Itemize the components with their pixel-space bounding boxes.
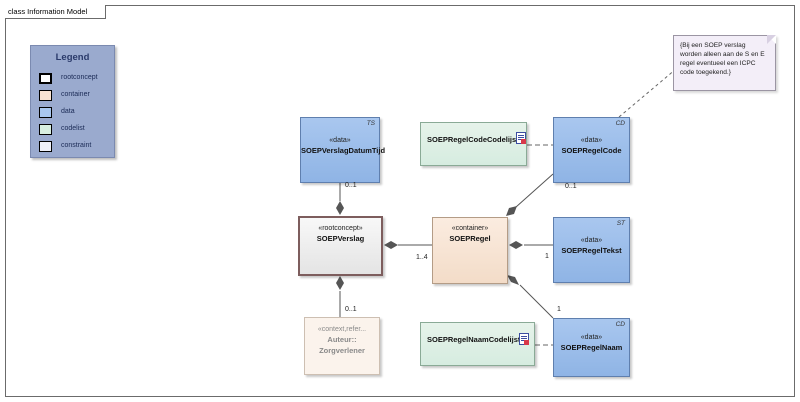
legend-item-codelist: codelist <box>39 124 114 137</box>
multiplicity-naam: 1 <box>557 306 561 313</box>
legend-swatch-rootconcept <box>39 73 52 84</box>
note-line: code toegekend.} <box>680 69 731 76</box>
type-label: TS <box>366 120 375 127</box>
class-name: SOEPRegelCode <box>561 146 622 155</box>
legend-title: Legend <box>55 52 90 63</box>
codelist-soep-regel-code-codelijst[interactable]: SOEPRegelCodeCodelijst <box>420 122 527 166</box>
note-fold <box>767 35 776 44</box>
multiplicity-tekst: 1 <box>545 253 549 260</box>
legend: Legend rootconcept container data codeli… <box>30 45 115 158</box>
class-name-line2: Zorgverlener <box>319 346 365 355</box>
type-label: CD <box>615 321 625 328</box>
stereotype-label: «data» <box>580 237 603 244</box>
constraint-note[interactable]: {Bij een SOEP verslag worden alleen aan … <box>673 35 776 91</box>
legend-item-rootconcept: rootconcept <box>39 73 114 86</box>
class-soep-regel-naam[interactable]: CD «data» SOEPRegelNaam <box>553 318 630 377</box>
codelist-icon <box>516 132 526 144</box>
aggregation-diamond-code <box>506 206 517 216</box>
codelist-name: SOEPRegelCodeCodelijst <box>427 135 519 144</box>
legend-label: container <box>61 91 90 98</box>
frame-title: class Information Model <box>5 5 107 19</box>
connector-naam <box>519 284 554 319</box>
aggregation-diamond-datumtijd <box>336 201 344 215</box>
connector-code <box>515 173 554 208</box>
class-soep-verslag[interactable]: «rootconcept» SOEPVerslag <box>298 216 383 276</box>
legend-label: constraint <box>61 142 92 149</box>
class-soep-regel-tekst[interactable]: ST «data» SOEPRegelTekst <box>553 217 630 283</box>
type-label: ST <box>616 220 625 227</box>
class-name: SOEPVerslag <box>316 234 365 243</box>
multiplicity-regel: 1..4 <box>416 254 428 261</box>
legend-label: codelist <box>61 125 85 132</box>
class-name: SOEPRegel <box>449 234 491 243</box>
class-name: SOEPRegelTekst <box>561 246 622 255</box>
codelist-name: SOEPRegelNaamCodelijst <box>427 335 521 344</box>
stereotype-label: «data» <box>580 334 603 341</box>
legend-item-constraint: constraint <box>39 141 114 154</box>
note-line: {Bij een SOEP verslag <box>680 42 746 49</box>
stereotype-label: «context,refer... <box>317 326 367 333</box>
class-auteur-zorgverlener[interactable]: «context,refer... Auteur:: Zorgverlener <box>304 317 380 375</box>
multiplicity-code: 0..1 <box>565 183 577 190</box>
note-line: regel eventueel een ICPC <box>680 60 756 67</box>
legend-swatch-data <box>39 107 52 118</box>
stereotype-label: «container» <box>451 225 489 232</box>
stereotype-label: «rootconcept» <box>318 225 363 232</box>
legend-item-data: data <box>39 107 114 120</box>
codelist-icon <box>519 333 529 345</box>
codelist-soep-regel-naam-codelijst[interactable]: SOEPRegelNaamCodelijst <box>420 322 535 366</box>
class-soep-regel[interactable]: «container» SOEPRegel <box>432 217 508 284</box>
aggregation-diamond-tekst <box>509 241 523 249</box>
aggregation-diamond-auteur <box>336 276 344 290</box>
note-line: worden alleen aan de S en E <box>680 51 765 58</box>
class-name: SOEPRegelNaam <box>560 343 623 352</box>
legend-label: data <box>61 108 75 115</box>
stereotype-label: «data» <box>580 137 603 144</box>
class-soep-verslag-datum-tijd[interactable]: TS «data» SOEPVerslagDatumTijd <box>300 117 386 183</box>
class-name: SOEPVerslagDatumTijd <box>301 146 386 155</box>
legend-label: rootconcept <box>61 74 98 81</box>
aggregation-diamond-regel <box>384 241 398 249</box>
multiplicity-auteur: 0..1 <box>345 306 357 313</box>
multiplicity-datumtijd: 0..1 <box>345 182 357 189</box>
legend-item-container: container <box>39 90 114 103</box>
legend-swatch-container <box>39 90 52 101</box>
aggregation-diamond-naam <box>507 275 519 285</box>
type-label: CD <box>615 120 625 127</box>
stereotype-label: «data» <box>329 137 351 144</box>
legend-swatch-constraint <box>39 141 52 152</box>
legend-swatch-codelist <box>39 124 52 135</box>
class-soep-regel-code[interactable]: CD «data» SOEPRegelCode <box>553 117 630 183</box>
note-connector <box>618 68 677 118</box>
class-name-line1: Auteur:: <box>327 335 357 344</box>
diagram-frame <box>5 5 795 397</box>
